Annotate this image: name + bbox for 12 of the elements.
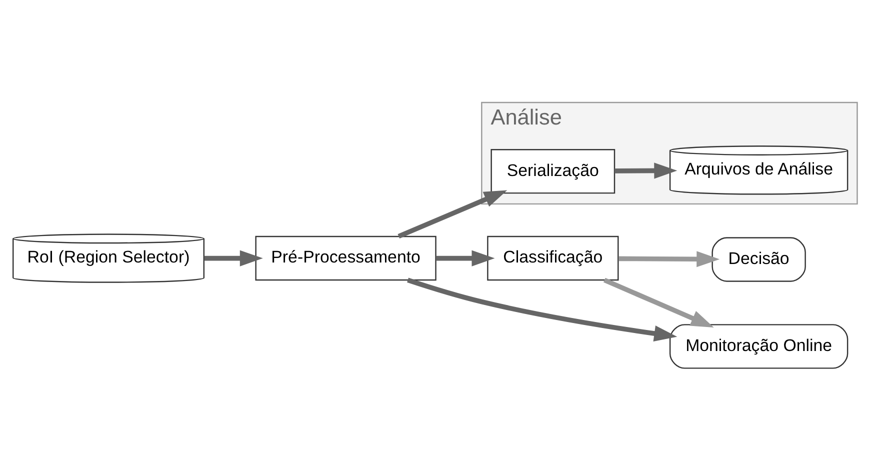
node-box: Serialização — [490, 148, 616, 194]
arrow — [436, 250, 495, 266]
node-box: Decisão — [712, 237, 806, 282]
arrow — [603, 278, 714, 328]
node-box: Classificação — [487, 236, 619, 281]
node-box: Pré-Processamento — [255, 236, 436, 281]
arrow — [407, 278, 678, 342]
arrow — [618, 251, 720, 268]
arrow — [398, 190, 508, 239]
node-box: Monitoração Online — [669, 324, 848, 369]
arrow — [614, 162, 678, 179]
arrow — [204, 250, 263, 266]
